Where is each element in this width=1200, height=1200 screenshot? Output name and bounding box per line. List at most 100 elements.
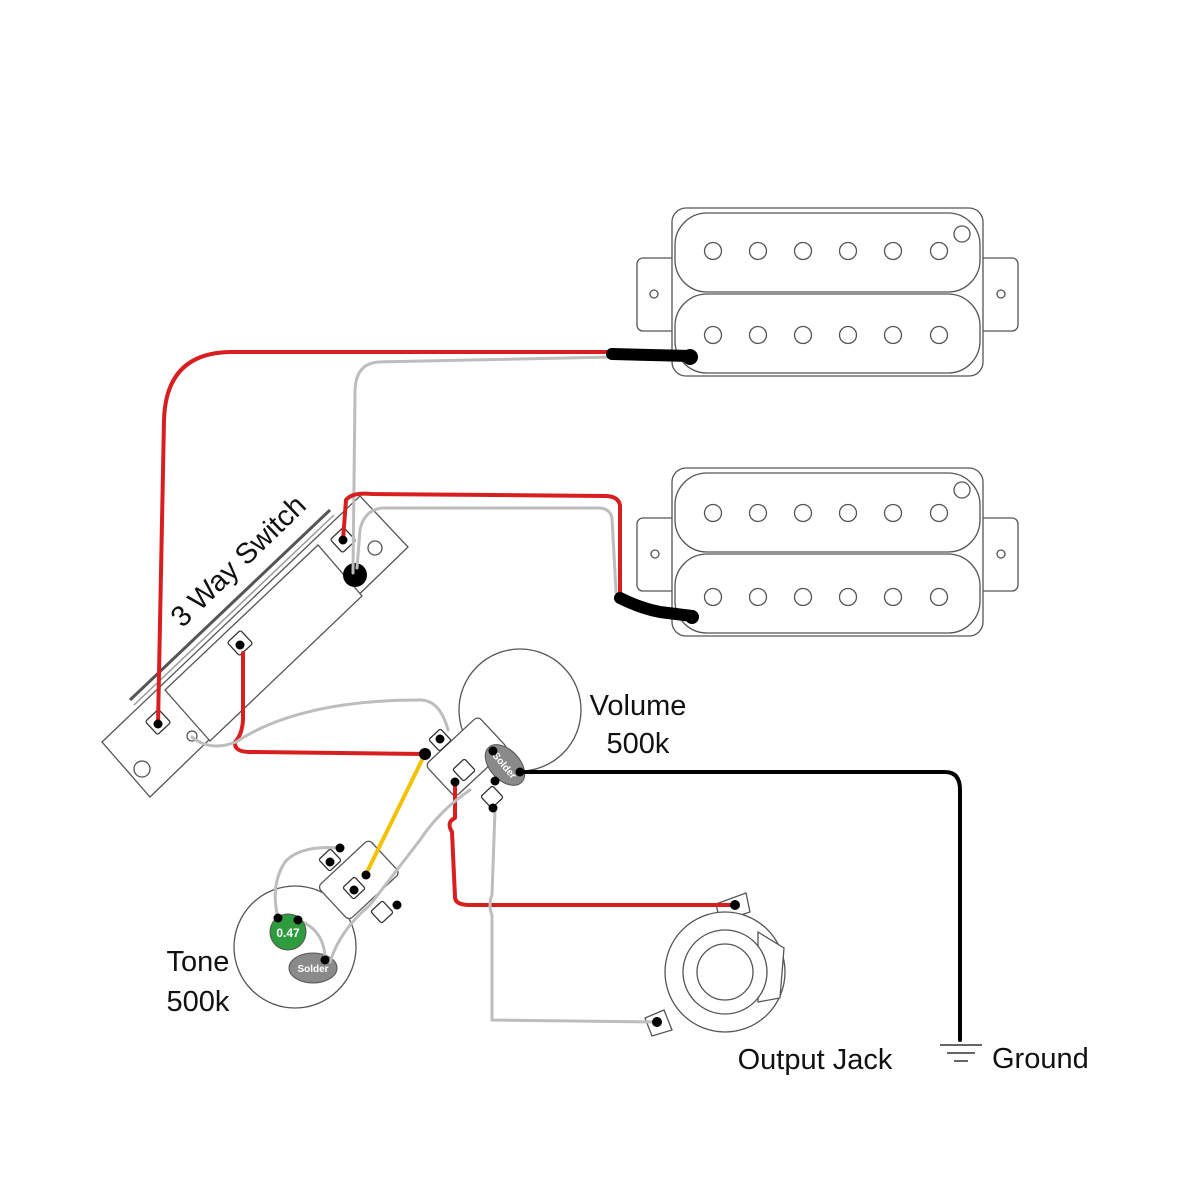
solder-points <box>153 349 740 1027</box>
solder-dot <box>325 857 335 867</box>
tone-pot: Solder <box>233 840 399 1009</box>
solder-dot <box>730 900 740 910</box>
pole-piece-icon <box>703 503 723 523</box>
volume-lug-2 <box>452 758 476 782</box>
pole-piece-icon <box>838 587 858 607</box>
pole-piece-icon <box>883 325 903 345</box>
pole-piece-icon <box>883 587 903 607</box>
switch-lever-edge <box>133 514 335 706</box>
neck-pickup <box>636 207 1019 377</box>
bridge-pickup-left-screw-icon <box>650 549 660 559</box>
tone-loop-wire <box>273 846 342 920</box>
solder-dot <box>435 734 445 744</box>
wires <box>156 348 962 1042</box>
pole-piece-icon <box>929 503 949 523</box>
pole-piece-icon <box>703 241 723 261</box>
ground-label: Ground <box>992 1043 1089 1075</box>
pole-piece-icon <box>883 241 903 261</box>
pickup-screw-icon <box>953 481 971 499</box>
pole-piece-icon <box>793 325 813 345</box>
capacitor-label: 0.47 <box>276 926 300 940</box>
switch-lever <box>128 508 332 702</box>
pole-piece-icon <box>703 325 723 345</box>
jack-hot-wire <box>447 780 737 907</box>
tone-value-label: 500k <box>167 986 230 1018</box>
solder-dot <box>488 746 498 756</box>
tone-label: Tone <box>167 946 230 978</box>
pole-piece-icon <box>883 503 903 523</box>
pole-piece-icon <box>793 587 813 607</box>
solder-dot <box>235 640 245 650</box>
solder-dot <box>338 535 348 545</box>
tone-pot-lug-block <box>318 840 399 920</box>
switch-mount-hole-icon <box>367 540 383 556</box>
pole-piece-icon <box>748 503 768 523</box>
volume-lug-3 <box>480 785 504 809</box>
pole-piece-icon <box>748 241 768 261</box>
bridge-pickup-right-screw-icon <box>996 549 1006 559</box>
tone-ground-wire <box>328 788 472 964</box>
ground-wire <box>518 770 962 1042</box>
ground-symbol-icon <box>940 1044 982 1062</box>
solder-dot <box>419 748 431 760</box>
neck-pickup-coil-top <box>674 212 981 293</box>
volume-label: Volume <box>590 690 687 722</box>
bridge-pickup-lead-end <box>685 610 699 624</box>
volume-to-tone-wire <box>364 752 427 876</box>
pole-piece-icon <box>838 325 858 345</box>
solder-dot <box>349 885 359 895</box>
solder-dot <box>153 719 163 729</box>
volume-value-label: 500k <box>607 728 670 760</box>
bridge-pickup-poles-top <box>703 481 971 523</box>
bridge-pickup <box>636 467 1019 637</box>
bridge-pickup-coil-bottom <box>674 553 981 634</box>
tone-lug-3 <box>370 900 394 924</box>
neck-pickup-poles-bottom <box>703 325 949 345</box>
pole-piece-icon <box>929 587 949 607</box>
pole-piece-icon <box>793 503 813 523</box>
pole-piece-icon <box>929 241 949 261</box>
pole-piece-icon <box>838 503 858 523</box>
pole-piece-icon <box>838 241 858 261</box>
neck-pickup-coil-bottom <box>674 293 981 374</box>
pole-piece-icon <box>748 325 768 345</box>
neck-pickup-left-screw-icon <box>649 289 659 299</box>
neck-pickup-poles-top <box>703 225 971 261</box>
three-way-switch <box>101 495 409 798</box>
solder-dot <box>392 900 402 910</box>
jack-ground-wire <box>488 808 658 1024</box>
output-jack <box>644 892 786 1037</box>
bridge-hot-wire <box>341 491 622 602</box>
neck-wire-jacket <box>606 348 696 362</box>
solder-dot <box>320 955 330 965</box>
bridge-wire-jacket <box>614 592 698 622</box>
volume-pot-lug-block <box>426 717 507 796</box>
pole-piece-icon <box>793 241 813 261</box>
pole-piece-icon <box>703 587 723 607</box>
solder-dot <box>293 915 303 925</box>
solder-dot <box>273 913 283 923</box>
solder-dot <box>515 767 525 777</box>
switch-body <box>164 544 363 742</box>
switch-common-solder-point <box>343 563 367 587</box>
solder-dot <box>488 803 498 813</box>
switch-mount-hole-icon <box>133 760 151 778</box>
solder-dot <box>361 870 371 880</box>
pole-piece-icon <box>748 587 768 607</box>
jack-socket-icon <box>696 943 754 1001</box>
solder-dot <box>450 777 460 787</box>
tone-solder-label: Solder <box>297 964 328 975</box>
neck-shield-wire <box>351 355 614 575</box>
neck-hot-wire <box>156 350 614 727</box>
pickup-screw-icon <box>953 225 971 243</box>
bridge-shield-wire <box>355 506 618 594</box>
output-jack-label: Output Jack <box>738 1044 893 1076</box>
neck-pickup-lead-end <box>682 349 698 365</box>
bridge-pickup-coil-top <box>674 472 981 553</box>
solder-dot <box>490 776 500 786</box>
bridge-pickup-poles-bottom <box>703 587 949 607</box>
solder-dot <box>335 843 345 853</box>
solder-dot <box>652 1017 662 1027</box>
